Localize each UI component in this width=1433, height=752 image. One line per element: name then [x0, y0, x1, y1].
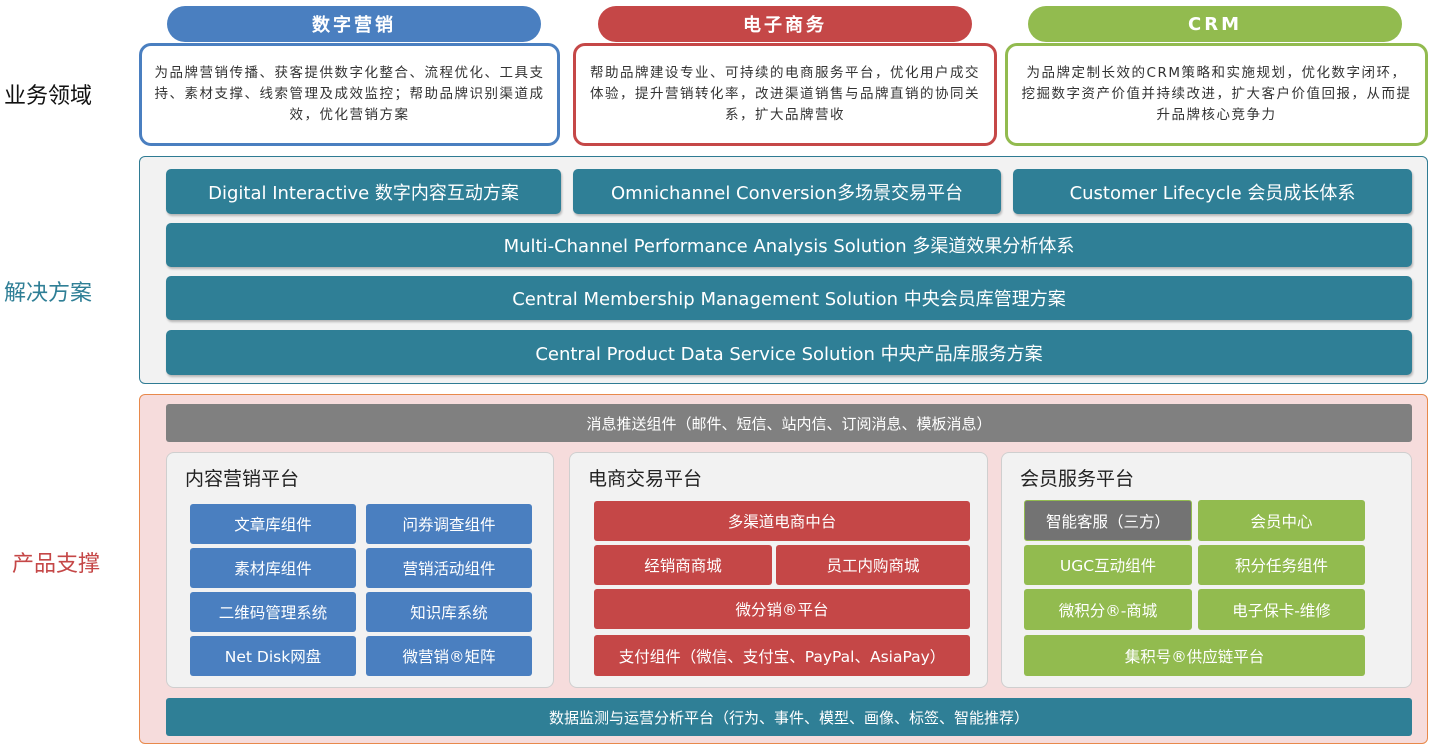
tile-employee-mall: 员工内购商城 [776, 545, 970, 585]
row-label-solutions: 解决方案 [4, 281, 93, 306]
domain-desc-ecommerce: 帮助品牌建设专业、可持续的电商服务平台，优化用户成交体验，提升营销转化率，改进渠… [573, 43, 997, 146]
data-analytics-bar: 数据监测与运营分析平台（行为、事件、模型、画像、标签、智能推荐） [166, 698, 1412, 736]
solution-central-membership: Central Membership Management Solution 中… [166, 276, 1412, 320]
tile-e-warranty-repair: 电子保卡-维修 [1198, 589, 1365, 630]
tile-ugc-interaction: UGC互动组件 [1024, 545, 1192, 585]
tile-knowledge-base: 知识库系统 [366, 592, 532, 632]
message-push-bar: 消息推送组件（邮件、短信、站内信、订阅消息、模板消息） [166, 404, 1412, 442]
domain-title-ecommerce: 电子商务 [598, 6, 972, 42]
tile-marketing-campaign: 营销活动组件 [366, 548, 532, 588]
solution-customer-lifecycle: Customer Lifecycle 会员成长体系 [1013, 169, 1412, 214]
tile-asset-library: 素材库组件 [190, 548, 356, 588]
solution-multichannel-analysis: Multi-Channel Performance Analysis Solut… [166, 223, 1412, 267]
tile-points-task: 积分任务组件 [1198, 545, 1365, 585]
solution-omnichannel-conversion: Omnichannel Conversion多场景交易平台 [573, 169, 1001, 214]
tile-dealer-mall: 经销商商城 [594, 545, 772, 585]
tile-micro-points-mall: 微积分®-商城 [1024, 589, 1192, 630]
tile-multichannel-ecommerce-hub: 多渠道电商中台 [594, 501, 970, 541]
row-label-products: 产品支撑 [12, 552, 101, 577]
solution-central-product-data: Central Product Data Service Solution 中央… [166, 330, 1412, 375]
tile-article-library: 文章库组件 [190, 504, 356, 544]
tile-member-center: 会员中心 [1198, 500, 1365, 541]
tile-micro-distribution: 微分销®平台 [594, 589, 970, 629]
tile-net-disk: Net Disk网盘 [190, 636, 356, 676]
content-platform-title: 内容营销平台 [185, 468, 300, 490]
domain-desc-digital-marketing: 为品牌营销传播、获客提供数字化整合、流程优化、工具支持、素材支撑、线索管理及成效… [139, 43, 560, 146]
tile-smart-customer-service: 智能客服（三方） [1024, 500, 1192, 541]
tile-payment-component: 支付组件（微信、支付宝、PayPal、AsiaPay） [594, 635, 970, 676]
tile-qrcode-management: 二维码管理系统 [190, 592, 356, 632]
tile-survey: 问券调查组件 [366, 504, 532, 544]
tile-supply-chain-platform: 集积号®供应链平台 [1024, 635, 1365, 676]
domain-title-crm: CRM [1028, 6, 1402, 42]
domain-desc-crm: 为品牌定制长效的CRM策略和实施规划，优化数字闭环，挖掘数字资产价值并持续改进，… [1005, 43, 1428, 146]
member-platform-title: 会员服务平台 [1020, 468, 1135, 490]
tile-micro-marketing-matrix: 微营销®矩阵 [366, 636, 532, 676]
ecommerce-platform-title: 电商交易平台 [588, 468, 703, 490]
domain-title-digital-marketing: 数字营销 [167, 6, 541, 42]
row-label-business: 业务领域 [4, 84, 93, 109]
solution-digital-interactive: Digital Interactive 数字内容互动方案 [166, 169, 561, 214]
